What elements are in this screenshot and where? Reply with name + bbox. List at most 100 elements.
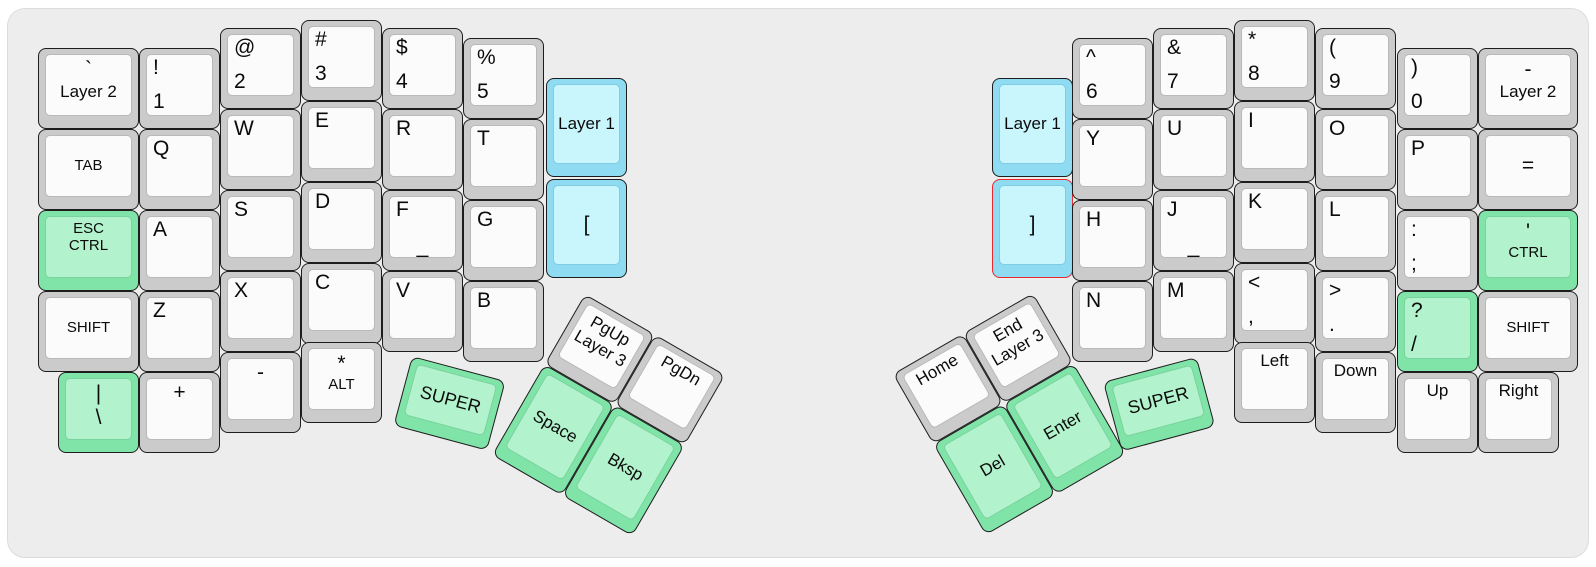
key-y[interactable]: Y [1072,119,1153,200]
key-arrow-up[interactable]: Up [1397,372,1478,453]
key-period[interactable]: >. [1315,271,1396,352]
key-9[interactable]: (9 [1315,28,1396,109]
key-legend: . [1329,312,1335,336]
key-legend: Layer 1 [558,114,615,134]
key-semicolon[interactable]: :; [1397,210,1478,291]
key-legend: K [1248,190,1263,213]
key-3[interactable]: #3 [301,20,382,101]
key-l[interactable]: L [1315,190,1396,271]
key-legend: J [1167,198,1178,221]
key-slash[interactable]: ?/ [1397,291,1478,372]
key-0[interactable]: )0 [1397,48,1478,129]
key-legend: L [1329,198,1341,221]
key-j[interactable]: J_ [1153,190,1234,271]
key-t[interactable]: T [463,119,544,200]
key-2[interactable]: @2 [220,28,301,109]
key-o[interactable]: O [1315,109,1396,190]
key-u[interactable]: U [1153,109,1234,190]
key-legend: & [1167,36,1182,59]
key-legend: ESC [73,220,104,237]
key-equals[interactable]: = [1478,129,1578,210]
key-1[interactable]: !1 [139,48,220,129]
key-legend: ; [1411,251,1417,275]
key-legend: Enter [1040,407,1086,444]
keycap-face: Up [1404,378,1471,440]
key-arrow-left[interactable]: Left [1234,342,1315,423]
key-pipe-backslash[interactable]: |\ [58,372,139,453]
key-z[interactable]: Z [139,291,220,372]
key-4[interactable]: $4 [382,28,463,109]
keycap-face: `Layer 2 [45,54,132,116]
key-quote-ctrl[interactable]: 'CTRL [1478,210,1578,291]
key-legend: D [315,190,331,213]
keycap-face: M [1160,277,1227,339]
key-a[interactable]: A [139,210,220,291]
key-s[interactable]: S [220,190,301,271]
key-k[interactable]: K [1234,182,1315,263]
keycap-face: )0 [1404,54,1471,116]
key-legend: ` [85,58,92,81]
keycap-face: W [227,115,294,177]
key-arrow-right[interactable]: Right [1478,372,1559,453]
key-legend: W [234,117,254,140]
key-n[interactable]: N [1072,281,1153,362]
key-h[interactable]: H [1072,200,1153,281]
key-8[interactable]: *8 [1234,20,1315,101]
key-rbracket[interactable]: ] [992,179,1073,278]
key-m[interactable]: M [1153,271,1234,352]
keycap-face: S [227,196,294,258]
key-p[interactable]: P [1397,129,1478,210]
key-legend: 2 [234,69,246,93]
key-x[interactable]: X [220,271,301,352]
key-g[interactable]: G [463,200,544,281]
key-6[interactable]: ^6 [1072,38,1153,119]
key-legend: O [1329,117,1346,140]
key-grave-layer2[interactable]: `Layer 2 [38,48,139,129]
key-plus[interactable]: + [139,372,220,453]
key-alt[interactable]: *ALT [301,342,382,423]
key-shift-left[interactable]: SHIFT [38,291,139,372]
key-legend: Up [1426,381,1449,400]
key-legend: Del [976,451,1009,481]
key-f[interactable]: F_ [382,190,463,271]
key-comma[interactable]: <, [1234,263,1315,344]
keycap-face: !1 [146,54,213,116]
key-legend: $ [396,36,408,59]
key-arrow-down[interactable]: Down [1315,352,1396,433]
key-legend: < [1248,271,1261,294]
keycap-face: |\ [65,378,132,440]
key-minus-layer2[interactable]: -Layer 2 [1478,48,1578,129]
key-i[interactable]: I [1234,101,1315,182]
key-shift-right[interactable]: SHIFT [1478,291,1578,372]
key-legend: X [234,279,249,302]
key-tab[interactable]: TAB [38,129,139,210]
key-d[interactable]: D [301,182,382,263]
key-7[interactable]: &7 [1153,28,1234,109]
key-v[interactable]: V [382,271,463,352]
key-legend: ^ [1086,46,1096,69]
key-legend: I [1248,109,1254,132]
key-legend: Y [1086,127,1101,150]
key-b[interactable]: B [463,281,544,362]
key-5[interactable]: %5 [463,38,544,119]
key-minus[interactable]: - [220,352,301,433]
keycap-face: F_ [389,196,456,258]
keycap-face: Left [1241,348,1308,410]
key-c[interactable]: C [301,263,382,344]
keycap-face: SHIFT [45,297,132,359]
keycap-face: >. [1322,277,1389,339]
key-e[interactable]: E [301,101,382,182]
keycap-face: @2 [227,34,294,96]
key-q[interactable]: Q [139,129,220,210]
key-lbracket[interactable]: [ [546,179,627,278]
key-layer1-right[interactable]: Layer 1 [992,78,1073,177]
key-w[interactable]: W [220,109,301,190]
keycap-face: ] [999,185,1066,265]
key-layer1-left[interactable]: Layer 1 [546,78,627,177]
key-legend: 1 [153,89,165,113]
key-r[interactable]: R [382,109,463,190]
key-legend: ( [1329,36,1336,59]
key-legend: Bksp [604,449,647,485]
